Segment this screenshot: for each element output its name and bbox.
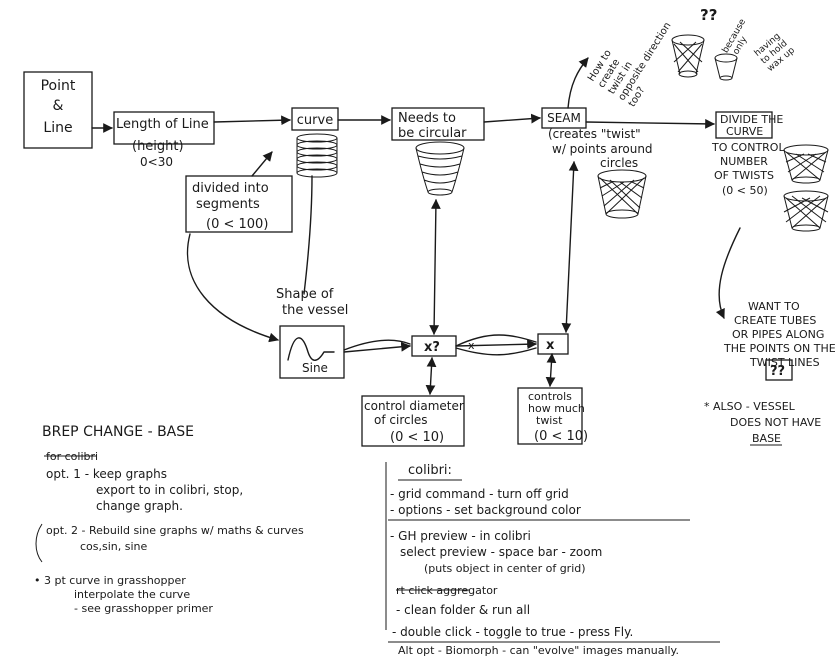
node-curve: curve — [291, 107, 339, 178]
mult2-text: x — [546, 338, 555, 353]
pt3-text-2: interpolate the curve — [74, 588, 190, 601]
colibri-line-9: Alt opt - Biomorph - can "evolve" images… — [398, 644, 679, 657]
qq-text: ?? — [700, 6, 717, 24]
node-point-line: Point & Line — [23, 71, 93, 149]
point-line-text-1: Point — [41, 78, 76, 94]
divide-text-1: DIVIDE THE — [720, 113, 783, 126]
shape-text-2: the vessel — [282, 303, 348, 318]
diam-text-1: control diameter — [364, 399, 464, 413]
diam-text-2: of circles — [374, 413, 428, 427]
vase-sketch-2 — [597, 169, 647, 219]
node-length-of-line: Length of Line (height) 0<30 — [113, 111, 215, 169]
vase-sketch-4 — [671, 34, 738, 81]
connectors — [91, 57, 741, 395]
seam-text-2: (creates "twist" — [548, 127, 641, 141]
colibri-line-2: - options - set background color — [390, 503, 581, 517]
divide-text-6: (0 < 50) — [722, 184, 768, 197]
seam-text-3: w/ points around — [552, 142, 653, 156]
divide-text-2: CURVE — [726, 125, 763, 138]
twist-text-2: how much — [528, 402, 585, 415]
also-text-3: BASE — [752, 432, 781, 445]
twist-text-1: controls — [528, 390, 572, 403]
tubes-text-3: OR PIPES ALONG — [732, 328, 824, 341]
length-text-1: Length of Line — [116, 117, 209, 132]
pt3-text-3: - see grasshopper primer — [74, 602, 213, 615]
node-seam: SEAM (creates "twist" w/ points around c… — [541, 107, 653, 219]
opt1-text-2: export to in colibri, stop, — [96, 483, 243, 497]
also-text-2: DOES NOT HAVE — [730, 416, 821, 429]
left-title: BREP CHANGE - BASE — [42, 424, 194, 440]
divide-text-4: NUMBER — [720, 155, 768, 168]
length-text-2: (height) — [132, 139, 184, 154]
colibri-notes: colibri: - grid command - turn off grid … — [385, 462, 720, 657]
seam-text-4: circles — [600, 156, 638, 170]
colibri-line-8: - double click - toggle to true - press … — [392, 625, 633, 639]
node-divided: divided into segments (0 < 100) — [185, 175, 293, 233]
node-divide-curve: DIVIDE THE CURVE TO CONTROL NUMBER OF TW… — [711, 111, 829, 232]
node-needs-circular: Needs to be circular — [391, 107, 485, 196]
qq-box-text: ?? — [770, 364, 785, 379]
tubes-text-2: CREATE TUBES — [734, 314, 816, 327]
needs-text-2: be circular — [398, 126, 467, 141]
twist-text-4: (0 < 10) — [534, 429, 588, 444]
node-mult1: x? — [411, 335, 457, 357]
shape-text-1: Shape of — [276, 287, 334, 302]
colibri-line-5: (puts object in center of grid) — [424, 562, 586, 575]
vase-sketch-1 — [415, 141, 465, 196]
note-twist-question: How to create twist in opposite directio… — [586, 6, 797, 109]
node-sine: Shape of the vessel Sine — [276, 287, 348, 379]
opt2-text-1: opt. 2 - Rebuild sine graphs w/ maths & … — [46, 524, 304, 537]
also-text-1: * ALSO - VESSEL — [704, 400, 796, 413]
note-want-tubes: WANT TO CREATE TUBES OR PIPES ALONG THE … — [704, 300, 836, 446]
divide-text-5: OF TWISTS — [714, 169, 774, 182]
needs-text-1: Needs to — [398, 111, 456, 126]
tubes-text-4: THE POINTS ON THE — [723, 342, 836, 355]
twist-text-3: twist — [536, 414, 563, 427]
tubes-text-1: WANT TO — [748, 300, 800, 313]
divided-text-2: segments — [196, 197, 260, 212]
diam-text-3: (0 < 10) — [390, 430, 444, 445]
opt1-text-1: opt. 1 - keep graphs — [46, 467, 167, 481]
point-line-text-3: Line — [43, 120, 72, 136]
divided-text-1: divided into — [192, 181, 269, 196]
vase-sketch-3 — [783, 144, 829, 232]
node-controls-twist: controls how much twist (0 < 10) — [517, 387, 588, 445]
curve-text: curve — [297, 113, 333, 128]
length-text-3: 0<30 — [140, 155, 173, 169]
opt2-text-2: cos,sin, sine — [80, 540, 148, 553]
point-line-text-2: & — [53, 98, 64, 114]
colibri-line-7: - clean folder & run all — [396, 603, 530, 617]
colibri-line-1: - grid command - turn off grid — [390, 487, 569, 501]
opt1-text-3: change graph. — [96, 499, 183, 513]
mult1-text: x? — [424, 340, 440, 355]
node-control-diameter: control diameter of circles (0 < 10) — [361, 395, 465, 447]
colibri-heading: colibri: — [408, 463, 452, 478]
divide-text-3: TO CONTROL — [711, 141, 785, 154]
seam-text-1: SEAM — [547, 111, 581, 125]
divided-text-3: (0 < 100) — [206, 217, 268, 232]
colibri-line-3: - GH preview - in colibri — [390, 529, 531, 543]
sine-text: Sine — [302, 361, 328, 375]
left-notes: BREP CHANGE - BASE for colibri opt. 1 - … — [34, 424, 304, 615]
colibri-line-4: select preview - space bar - zoom — [400, 545, 602, 559]
node-mult2: x — [537, 333, 569, 355]
pt3-text-1: • 3 pt curve in grasshopper — [34, 574, 186, 587]
